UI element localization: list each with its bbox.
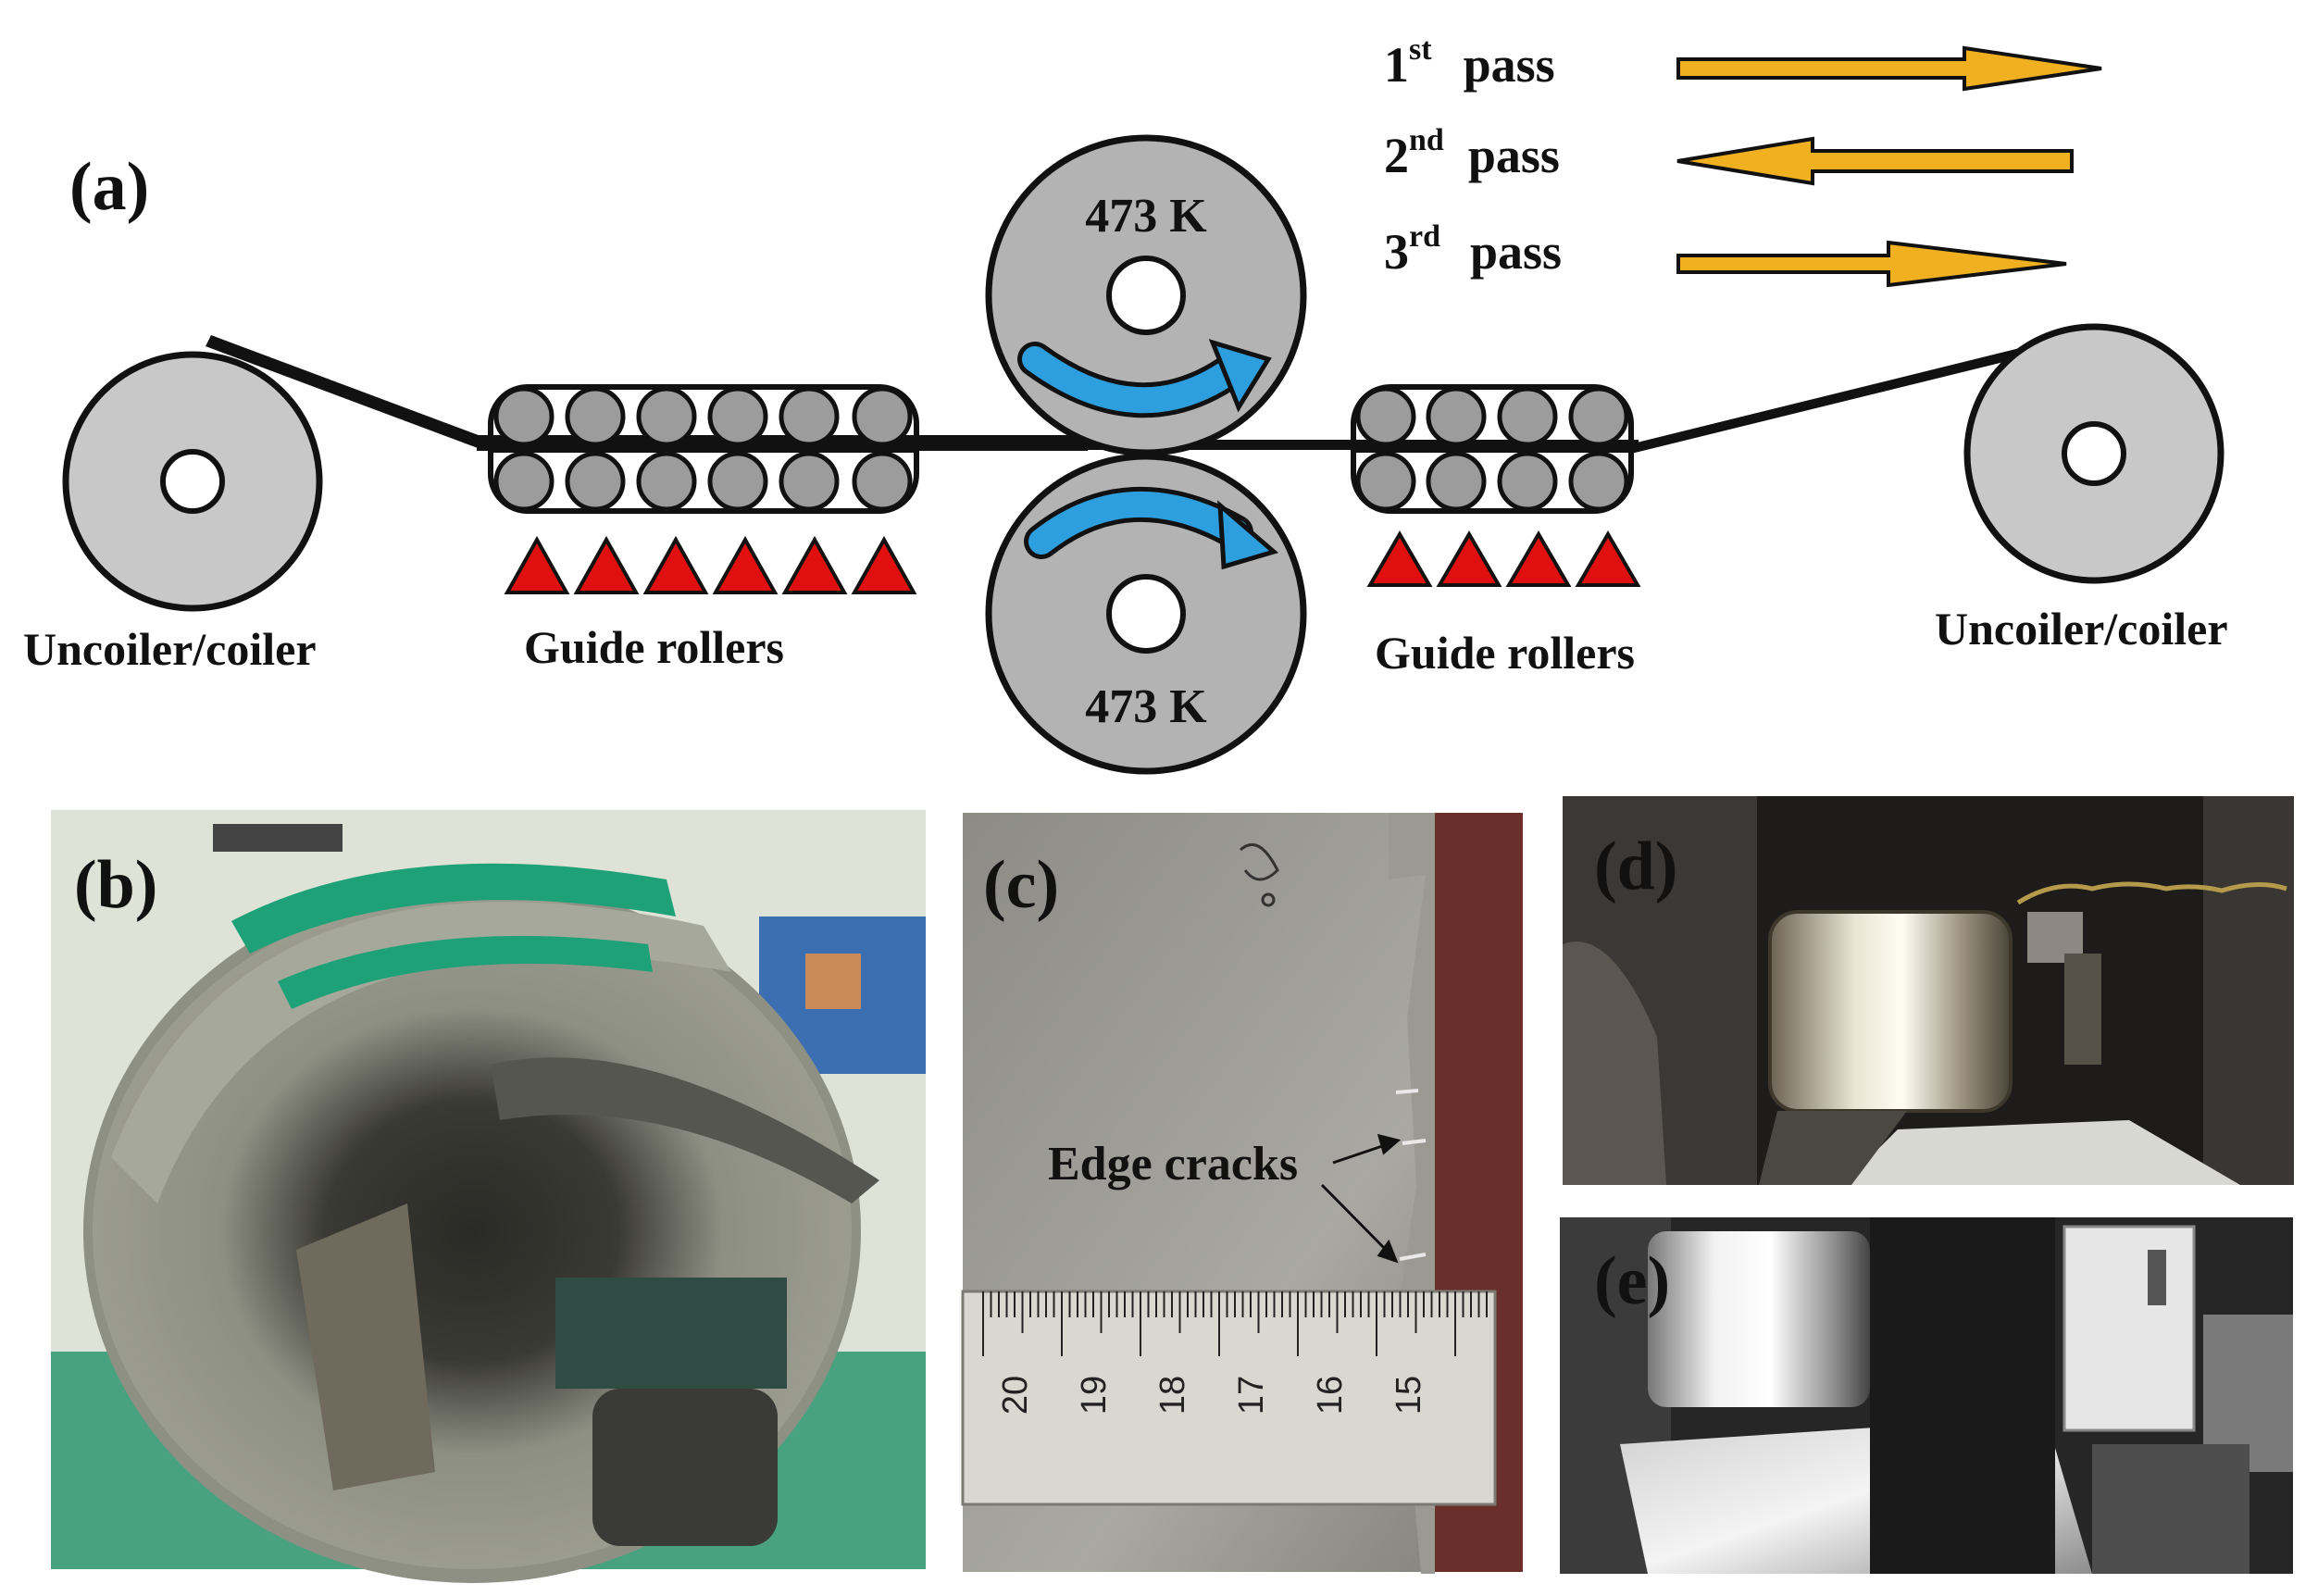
panel-d-label: (d) [1594, 829, 1677, 904]
lower-roll-temperature: 473 K [1085, 680, 1207, 733]
pass-1-ordinal-suffix: st [1409, 32, 1432, 67]
ruler-number-label: 20 [996, 1376, 1035, 1415]
left-support-triangles [504, 535, 917, 594]
lower-roll-rotation-arrow [1024, 486, 1279, 570]
ruler-number-label: 17 [1232, 1376, 1271, 1415]
ruler-number-label: 19 [1075, 1376, 1114, 1415]
pass-3-word: pass [1470, 224, 1562, 280]
edge-crack-pointers [1320, 1133, 1402, 1264]
panel-b-photo-coil: (b) [51, 810, 926, 1583]
panel-e-photo-rolling-mill: (e) [1560, 1217, 2293, 1574]
panel-a-label: (a) [69, 149, 149, 225]
pass-2-number: 2 [1384, 128, 1409, 183]
pass-1-word: pass [1464, 37, 1555, 93]
pass-3-number: 3 [1384, 224, 1409, 280]
ruler-number-label: 18 [1153, 1376, 1192, 1415]
panel-c-photo-edge-cracks: Edge cracks 20 19 18 17 16 15 (c) [961, 813, 1523, 1574]
edge-crack-marks [1395, 1089, 1427, 1261]
panel-b-label: (b) [74, 847, 157, 923]
right-support-triangles [1366, 530, 1641, 587]
panel-c-label: (c) [983, 847, 1059, 923]
left-guide-roller-stack [488, 384, 919, 514]
panel-d-photo-rolling-mill: (d) [1563, 796, 2294, 1185]
right-coil-label: Uncoiler/coiler [1935, 603, 2228, 655]
pass-2-ordinal-suffix: nd [1409, 123, 1444, 157]
pass-1-arrow [1676, 45, 2102, 92]
left-uncoiler-coil [62, 351, 323, 612]
pass-3-ordinal-suffix: rd [1409, 219, 1440, 254]
left-coil-label: Uncoiler/coiler [23, 623, 317, 675]
steel-ruler: 20 19 18 17 16 15 [961, 1290, 1497, 1506]
pass-3-arrow [1676, 240, 2067, 288]
right-guide-roller-stack [1351, 384, 1634, 514]
panel-e-label: (e) [1594, 1243, 1670, 1319]
right-coiler-coil [1963, 323, 2225, 584]
right-guide-label: Guide rollers [1375, 627, 1635, 679]
upper-roll-temperature: 473 K [1085, 190, 1207, 243]
ruler-number-label: 16 [1311, 1376, 1350, 1415]
pass-1-number: 1 [1384, 37, 1409, 93]
pass-2-word: pass [1468, 128, 1560, 183]
panel-a-schematic: (a) [23, 32, 2228, 775]
edge-cracks-annotation: Edge cracks [1048, 1138, 1298, 1191]
ruler-number-label: 15 [1390, 1376, 1428, 1415]
pass-2-arrow [1676, 136, 2074, 186]
left-guide-label: Guide rollers [524, 621, 784, 673]
upper-roll-rotation-arrow [1017, 339, 1272, 418]
